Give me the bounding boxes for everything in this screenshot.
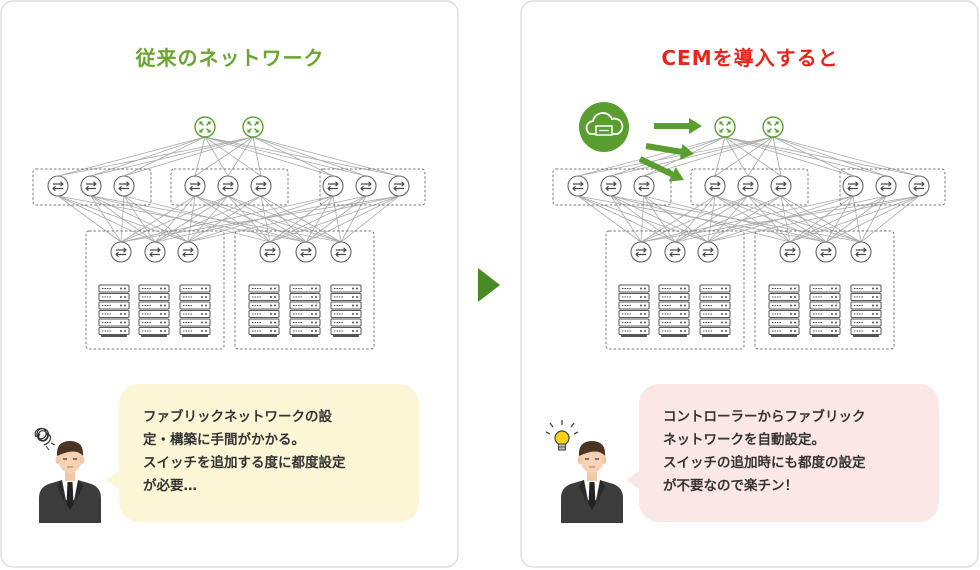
right-bubble-line-1: コントローラーからファブリック [663,409,866,425]
leaf-switch-icon [633,175,655,197]
left-network-topology [32,116,426,350]
leaf-switch-icon [779,241,801,263]
server-rack-icon [618,284,650,337]
lightbulb-icon [545,420,579,451]
leaf-switch-icon [664,241,686,263]
server-rack-icon [289,284,321,337]
businessman-icon-right [561,441,623,523]
server-rack-icon [138,284,170,337]
server-rack-icon [179,284,211,337]
leaf-switch-icon [697,241,719,263]
left-bubble-line-2: 定・構築に手間がかかる。 [143,432,305,448]
leaf-switch-icon [355,175,377,197]
server-rack-icon [248,284,280,337]
tangled-thought-icon [34,427,56,451]
leaf-switch-icon [110,241,132,263]
leaf-switch-icon [600,175,622,197]
config-push-arrows [638,118,702,182]
server-rack-icon [850,284,882,337]
cloud-controller-icon [579,102,629,152]
leaf-switch-icon [47,175,69,197]
left-bubble-line-3: スイッチを追加する度に都度設定 [143,455,346,471]
network-nodes [47,116,410,337]
right-speech-bubble: コントローラーからファブリック ネットワークを自動設定。 スイッチの追加時にも都… [639,384,939,522]
server-rack-icon [699,284,731,337]
leaf-switch-icon [567,175,589,197]
spine-switch-icon [762,116,784,138]
left-bubble-tail [106,470,120,490]
leaf-switch-icon [908,175,930,197]
leaf-switch-icon [330,241,352,263]
leaf-switch-icon [295,241,317,263]
right-network-topology [552,116,946,350]
leaf-switch-icon [217,175,239,197]
network-links [577,136,920,243]
right-panel-title: CEMを導入すると [661,46,839,70]
leaf-switch-icon [259,241,281,263]
spine-switch-icon [242,116,264,138]
leaf-switch-icon [704,175,726,197]
leaf-switch-icon [177,241,199,263]
leaf-switch-icon [815,241,837,263]
leaf-switch-icon [80,175,102,197]
server-rack-icon [98,284,130,337]
next-arrow-icon [478,268,500,302]
leaf-switch-icon [322,175,344,197]
server-rack-icon [809,284,841,337]
leaf-switch-icon [184,175,206,197]
leaf-switch-icon [842,175,864,197]
leaf-switch-icon [875,175,897,197]
left-bubble-line-4: が必要… [143,478,197,494]
right-bubble-line-4: が不要なので楽チン！ [663,478,798,494]
leaf-switch-icon [770,175,792,197]
switch-groups [552,168,946,350]
leaf-switch-icon [630,241,652,263]
leaf-switch-icon [388,175,410,197]
server-rack-icon [330,284,362,337]
leaf-switch-icon [250,175,272,197]
leaf-switch-icon [113,175,135,197]
right-bubble-line-2: ネットワークを自動設定。 [663,432,825,448]
right-bubble-tail [626,470,640,490]
left-panel-title: 従来のネットワーク [135,46,325,70]
leaf-switch-icon [144,241,166,263]
switch-groups [32,168,426,350]
businessman-icon [39,441,101,523]
left-bubble-line-1: ファブリックネットワークの設 [143,409,332,425]
leaf-switch-icon [850,241,872,263]
network-nodes [567,116,930,337]
leaf-switch-icon [737,175,759,197]
server-rack-icon [768,284,800,337]
right-bubble-line-3: スイッチの追加時にも都度の設定 [663,455,866,471]
server-rack-icon [658,284,690,337]
spine-switch-icon [194,116,216,138]
spine-switch-icon [714,116,736,138]
left-speech-bubble: ファブリックネットワークの設 定・構築に手間がかかる。 スイッチを追加する度に都… [119,384,419,522]
